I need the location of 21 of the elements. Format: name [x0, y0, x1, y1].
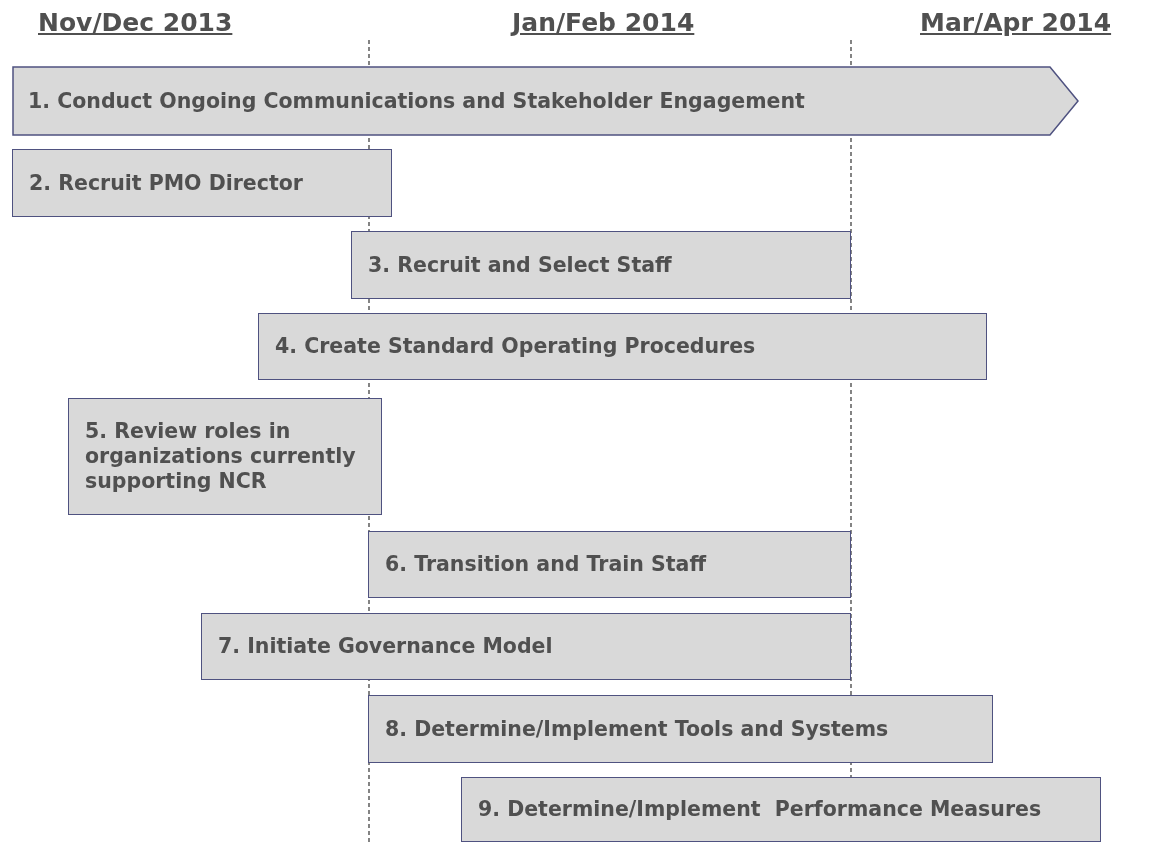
task-bar — [68, 398, 382, 515]
task-label: 7. Initiate Governance Model — [217, 634, 554, 659]
task-label: 4. Create Standard Operating Procedures — [274, 334, 757, 359]
period-heading: Jan/Feb 2014 — [512, 8, 695, 37]
task-label: 3. Recruit and Select Staff — [367, 252, 673, 278]
task-bar — [368, 531, 851, 598]
task-bar — [12, 149, 392, 217]
task-arrow-bar — [12, 66, 1079, 136]
task-bar — [368, 695, 993, 763]
task-label: 2. Recruit PMO Director — [28, 170, 304, 196]
task-label: 8. Determine/Implement Tools and Systems — [384, 716, 890, 742]
period-heading: Mar/Apr 2014 — [920, 8, 1112, 37]
period-heading: Nov/Dec 2013 — [38, 8, 233, 37]
task-label: 5. Review roles in organizations currently supporting NCR — [84, 419, 357, 494]
task-bar — [201, 613, 851, 680]
task-bar — [258, 313, 987, 380]
task-label: 9. Determine/Implement Performance Measures — [477, 797, 1043, 822]
task-label: 6. Transition and Train Staff — [384, 552, 708, 577]
task-label: 1. Conduct Ongoing Communications and Stakeholder Engagement — [27, 88, 805, 114]
task-bar — [461, 777, 1101, 842]
task-bar — [351, 231, 851, 299]
